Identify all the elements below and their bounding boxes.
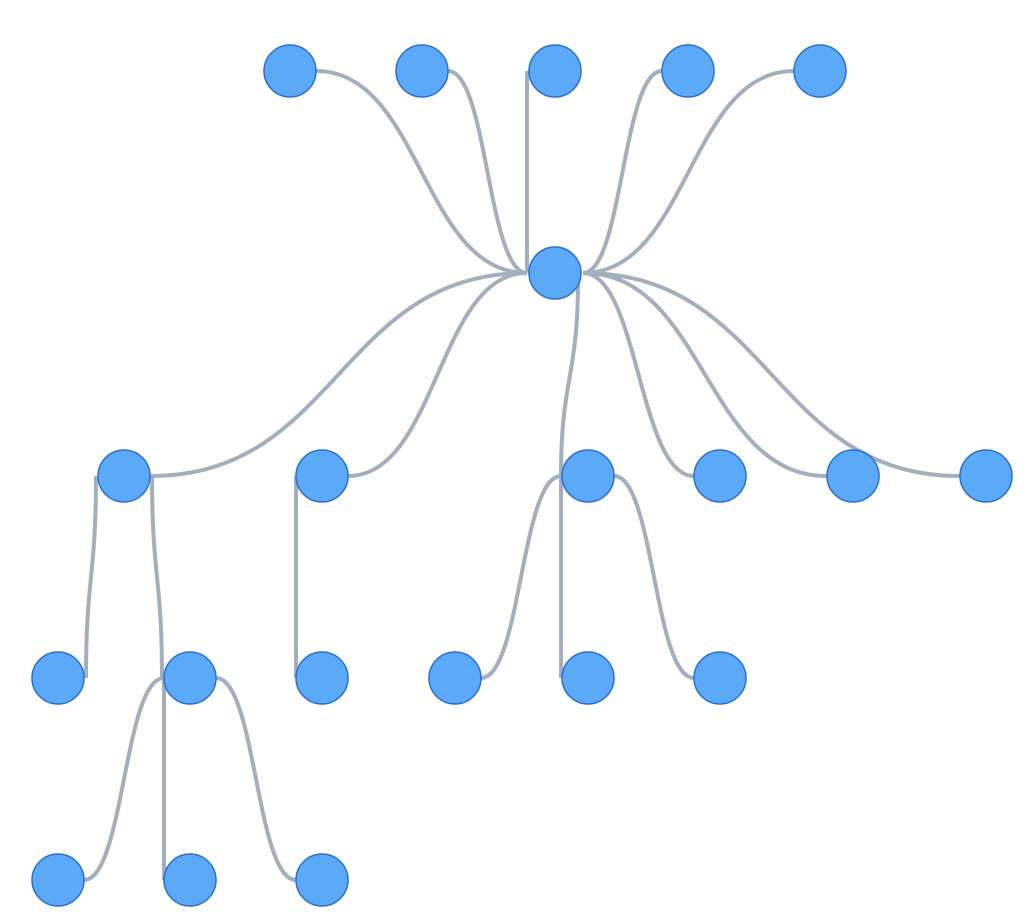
nodes-layer [31,44,1013,907]
edge-c-c3 [613,474,695,680]
edge-a-a1 [84,475,98,679]
node-t4[interactable] [661,44,715,98]
node-c2[interactable] [561,651,615,705]
edge-a-a2 [150,475,164,679]
node-f[interactable] [959,449,1013,503]
node-t2[interactable] [395,44,449,98]
node-b[interactable] [295,449,349,503]
edge-t1-hub [315,69,528,275]
node-t1[interactable] [263,44,317,98]
node-a2x[interactable] [31,853,85,907]
edge-hub-b [347,271,528,478]
node-c3[interactable] [693,651,747,705]
edge-a2-a2z [215,676,297,882]
edge-hub-c [559,279,580,477]
edge-hub-a [149,271,528,478]
node-a[interactable] [97,449,151,503]
edge-c-c1 [480,474,562,680]
edges-layer [83,69,961,882]
node-hub[interactable] [528,246,582,300]
edge-hub-e [582,271,828,478]
node-t5[interactable] [793,44,847,98]
edge-hub-f [582,271,961,478]
edge-a2-a2x [83,676,165,882]
edge-t5-hub [582,69,795,275]
node-a2z[interactable] [295,853,349,907]
edge-t2-hub [447,69,528,275]
node-d[interactable] [693,449,747,503]
edge-t4-hub [582,69,663,275]
edge-hub-d [582,271,695,478]
node-c[interactable] [561,449,615,503]
node-a2[interactable] [163,651,217,705]
node-a1[interactable] [31,651,85,705]
node-t3[interactable] [528,44,582,98]
node-a2y[interactable] [163,853,217,907]
node-b1[interactable] [295,651,349,705]
node-e[interactable] [826,449,880,503]
node-c1[interactable] [428,651,482,705]
